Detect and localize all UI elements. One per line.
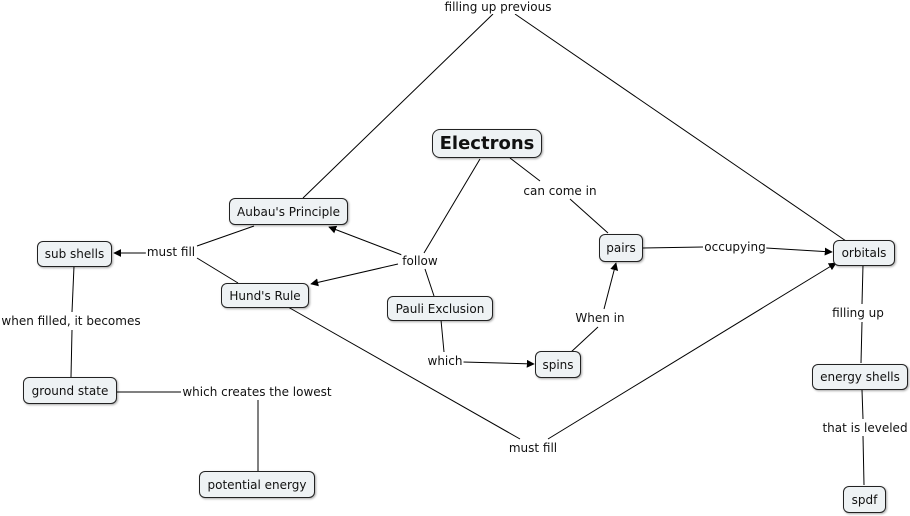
link-when-filled-it-becomes: when filled, it becomes [0, 314, 142, 328]
edge-spins-to-when-in [569, 326, 599, 354]
edge-filling-previous-to-orbitals [514, 13, 847, 242]
concept-spins[interactable]: spins [535, 351, 581, 378]
concept-sub-shells[interactable]: sub shells [37, 241, 112, 267]
edge-aubau-to-filling-previous [302, 13, 494, 199]
edge-pauli-to-which [440, 319, 445, 353]
link-when-in: When in [574, 311, 626, 325]
edge-pairs-to-occupying [642, 246, 704, 249]
edge-leveled-to-spdf [862, 435, 865, 486]
edge-which-to-spins [462, 359, 535, 368]
edge-hunds-to-must-fill [196, 257, 239, 284]
edge-must-fill-bottom-to-orbitals [547, 262, 837, 440]
edge-when-filled-to-ground-state [70, 329, 73, 378]
concept-ground-state[interactable]: ground state [23, 377, 117, 404]
concept-potential-energy[interactable]: potential energy [199, 471, 315, 498]
concept-pauli-exclusion[interactable]: Pauli Exclusion [387, 296, 493, 321]
link-can-come-in: can come in [522, 184, 598, 198]
link-filling-up: filling up [831, 306, 885, 320]
link-filling-up-previous: filling up previous [443, 0, 553, 14]
edge-can-come-in-to-pairs [569, 198, 609, 234]
link-occupying: occupying [703, 240, 767, 254]
edge-orbitals-to-filling-up [861, 264, 864, 305]
link-follow: follow [401, 254, 439, 268]
link-which: which [426, 354, 464, 368]
link-must-fill-sub-shells: must fill [145, 245, 197, 259]
concept-pairs[interactable]: pairs [599, 234, 643, 262]
concept-spdf[interactable]: spdf [843, 486, 886, 513]
edge-filling-up-to-energy-shells [860, 321, 863, 364]
concept-orbitals[interactable]: orbitals [833, 240, 895, 266]
edge-pauli-to-follow [424, 268, 435, 297]
edge-aubau-to-must-fill [196, 225, 255, 247]
concept-hunds-rule[interactable]: Hund's Rule [221, 283, 309, 308]
edge-occupying-to-orbitals [765, 247, 833, 256]
edge-hunds-to-must-fill-bottom [287, 306, 521, 440]
edge-energy-shells-to-leveled [861, 389, 864, 420]
concept-energy-shells[interactable]: energy shells [812, 364, 908, 390]
edge-electrons-to-follow [423, 158, 481, 254]
concept-electrons[interactable]: Electrons [432, 129, 542, 158]
edge-sub-shells-to-when-filled [71, 265, 75, 313]
link-which-creates-the-lowest: which creates the lowest [181, 385, 333, 399]
link-must-fill-orbitals: must fill [507, 441, 559, 455]
edge-when-in-to-pairs [603, 262, 619, 310]
edge-electrons-to-can-come-in [509, 157, 541, 182]
concept-aubaus-principle[interactable]: Aubau's Principle [229, 198, 348, 225]
edge-follow-to-hunds [310, 263, 399, 287]
link-that-is-leveled: that is leveled [821, 421, 909, 435]
edge-follow-to-aubau [328, 225, 403, 256]
